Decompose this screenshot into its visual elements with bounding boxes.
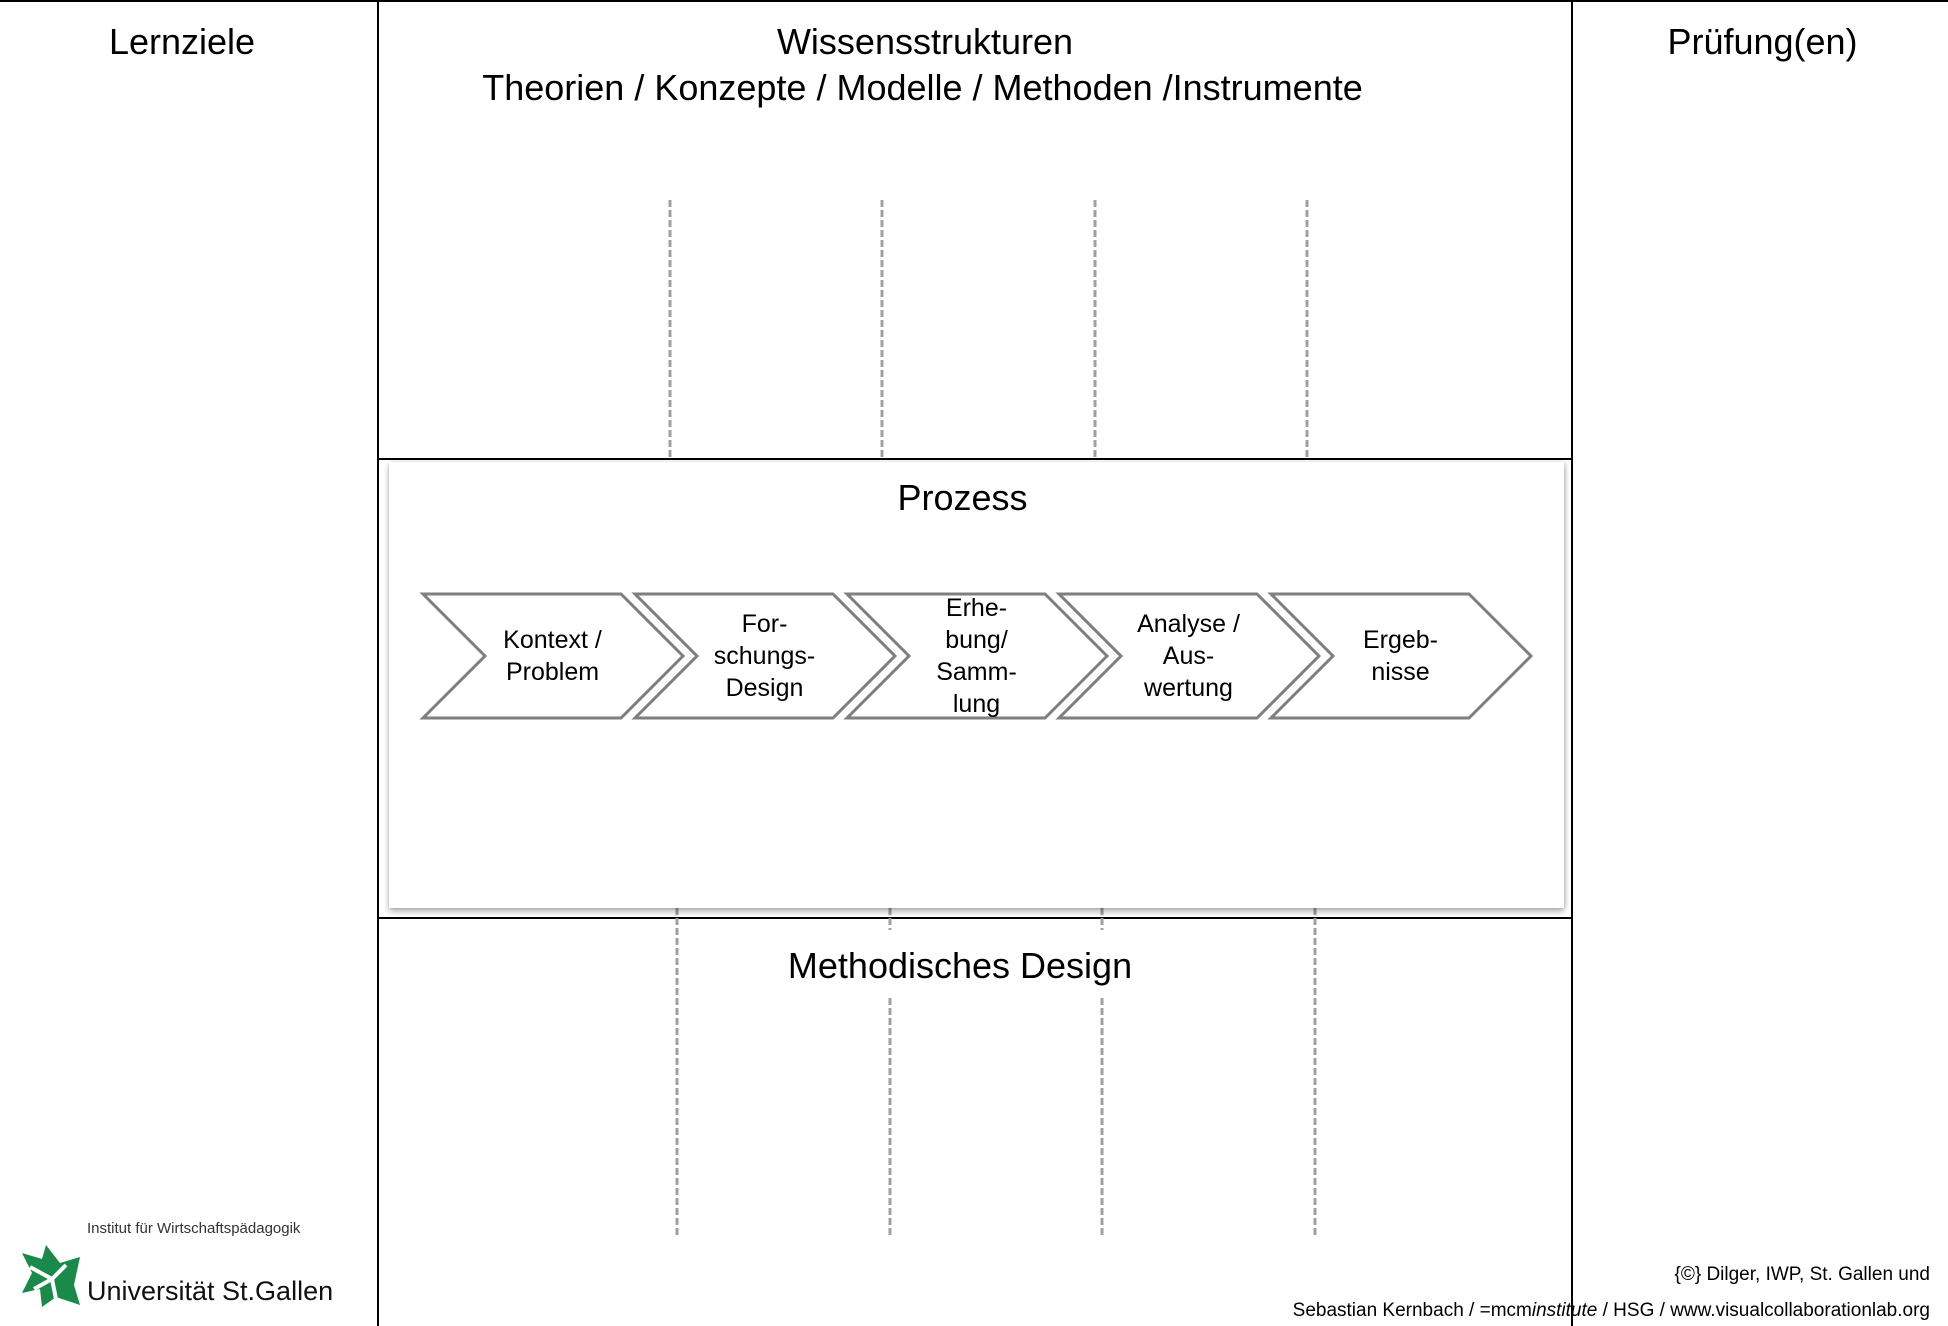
step-label-line: Kontext / xyxy=(503,626,602,654)
step-label-5: Ergeb-nisse xyxy=(1313,624,1488,688)
dashed-connector-lower-3 xyxy=(1100,908,1104,1238)
dashed-connector-upper-4 xyxy=(1305,200,1309,458)
dashed-connector-lower-2 xyxy=(888,908,892,1238)
step-label-line: Problem xyxy=(505,658,600,686)
process-title: Prozess xyxy=(897,477,1028,518)
dashed-connector-lower-1 xyxy=(675,908,679,1238)
chevron-step-3 xyxy=(843,592,1110,720)
step-label-line: nisse xyxy=(1371,658,1430,686)
step-label-line: Erhe- xyxy=(945,594,1008,622)
step-label-line: Ergeb- xyxy=(1362,626,1439,654)
step-label-line: Analyse / xyxy=(1137,610,1240,638)
institute-name: Institut für Wirtschaftspädagogik xyxy=(87,1220,301,1237)
credit-line-2-suffix: / HSG / www.visualcollaborationlab.org xyxy=(1597,1300,1930,1321)
step-label-line: wertung xyxy=(1144,674,1233,702)
knowledge-structures-title: Wissensstrukturen xyxy=(776,21,1074,62)
step-label-3: Erhe-bung/Samm-lung xyxy=(889,592,1064,720)
process-top-border xyxy=(377,458,1573,460)
exams-title: Prüfung(en) xyxy=(1667,21,1858,62)
chevron-step-2 xyxy=(631,592,898,720)
step-label-line: Design xyxy=(725,674,804,702)
right-column-divider xyxy=(1571,0,1573,1326)
step-label-1: Kontext / Problem xyxy=(465,624,640,688)
top-border xyxy=(0,0,1948,2)
dashed-connector-upper-3 xyxy=(1093,200,1097,458)
credit-line-2-italic: institute xyxy=(1531,1300,1598,1321)
dashed-connector-lower-4 xyxy=(1313,908,1317,1238)
step-label-line: lung xyxy=(952,690,1001,718)
step-label-line: Aus- xyxy=(1162,642,1215,670)
university-logo-icon xyxy=(22,1245,80,1307)
method-design-title: Methodisches Design xyxy=(787,945,1133,986)
step-label-2: For-schungs- Design xyxy=(677,608,852,704)
dashed-connector-upper-2 xyxy=(880,200,884,458)
university-name: Universität St.Gallen xyxy=(87,1276,334,1306)
dashed-connector-upper-1 xyxy=(668,200,672,458)
credit-line-2: Sebastian Kernbach / =mcminstitute / HSG… xyxy=(1293,1300,1930,1322)
step-label-line: schungs- xyxy=(713,642,816,670)
knowledge-structures-subtitle: Theorien / Konzepte / Modelle / Methoden… xyxy=(482,67,1363,108)
chevron-step-1 xyxy=(419,592,686,720)
step-label-line: For- xyxy=(741,610,788,638)
learning-goals-title: Lernziele xyxy=(108,21,256,62)
chevron-step-4 xyxy=(1055,592,1322,720)
step-label-line: Samm- xyxy=(936,658,1017,686)
process-bottom-border xyxy=(377,917,1573,919)
chevron-step-5 xyxy=(1267,592,1534,720)
left-column-divider xyxy=(377,0,379,1326)
step-label-line: bung/ xyxy=(945,626,1008,654)
credit-line-2-prefix: Sebastian Kernbach / =mcm xyxy=(1292,1300,1532,1321)
credit-line-1: {©} Dilger, IWP, St. Gallen und xyxy=(1674,1264,1930,1285)
step-label-4: Analyse / Aus-wertung xyxy=(1101,608,1276,704)
